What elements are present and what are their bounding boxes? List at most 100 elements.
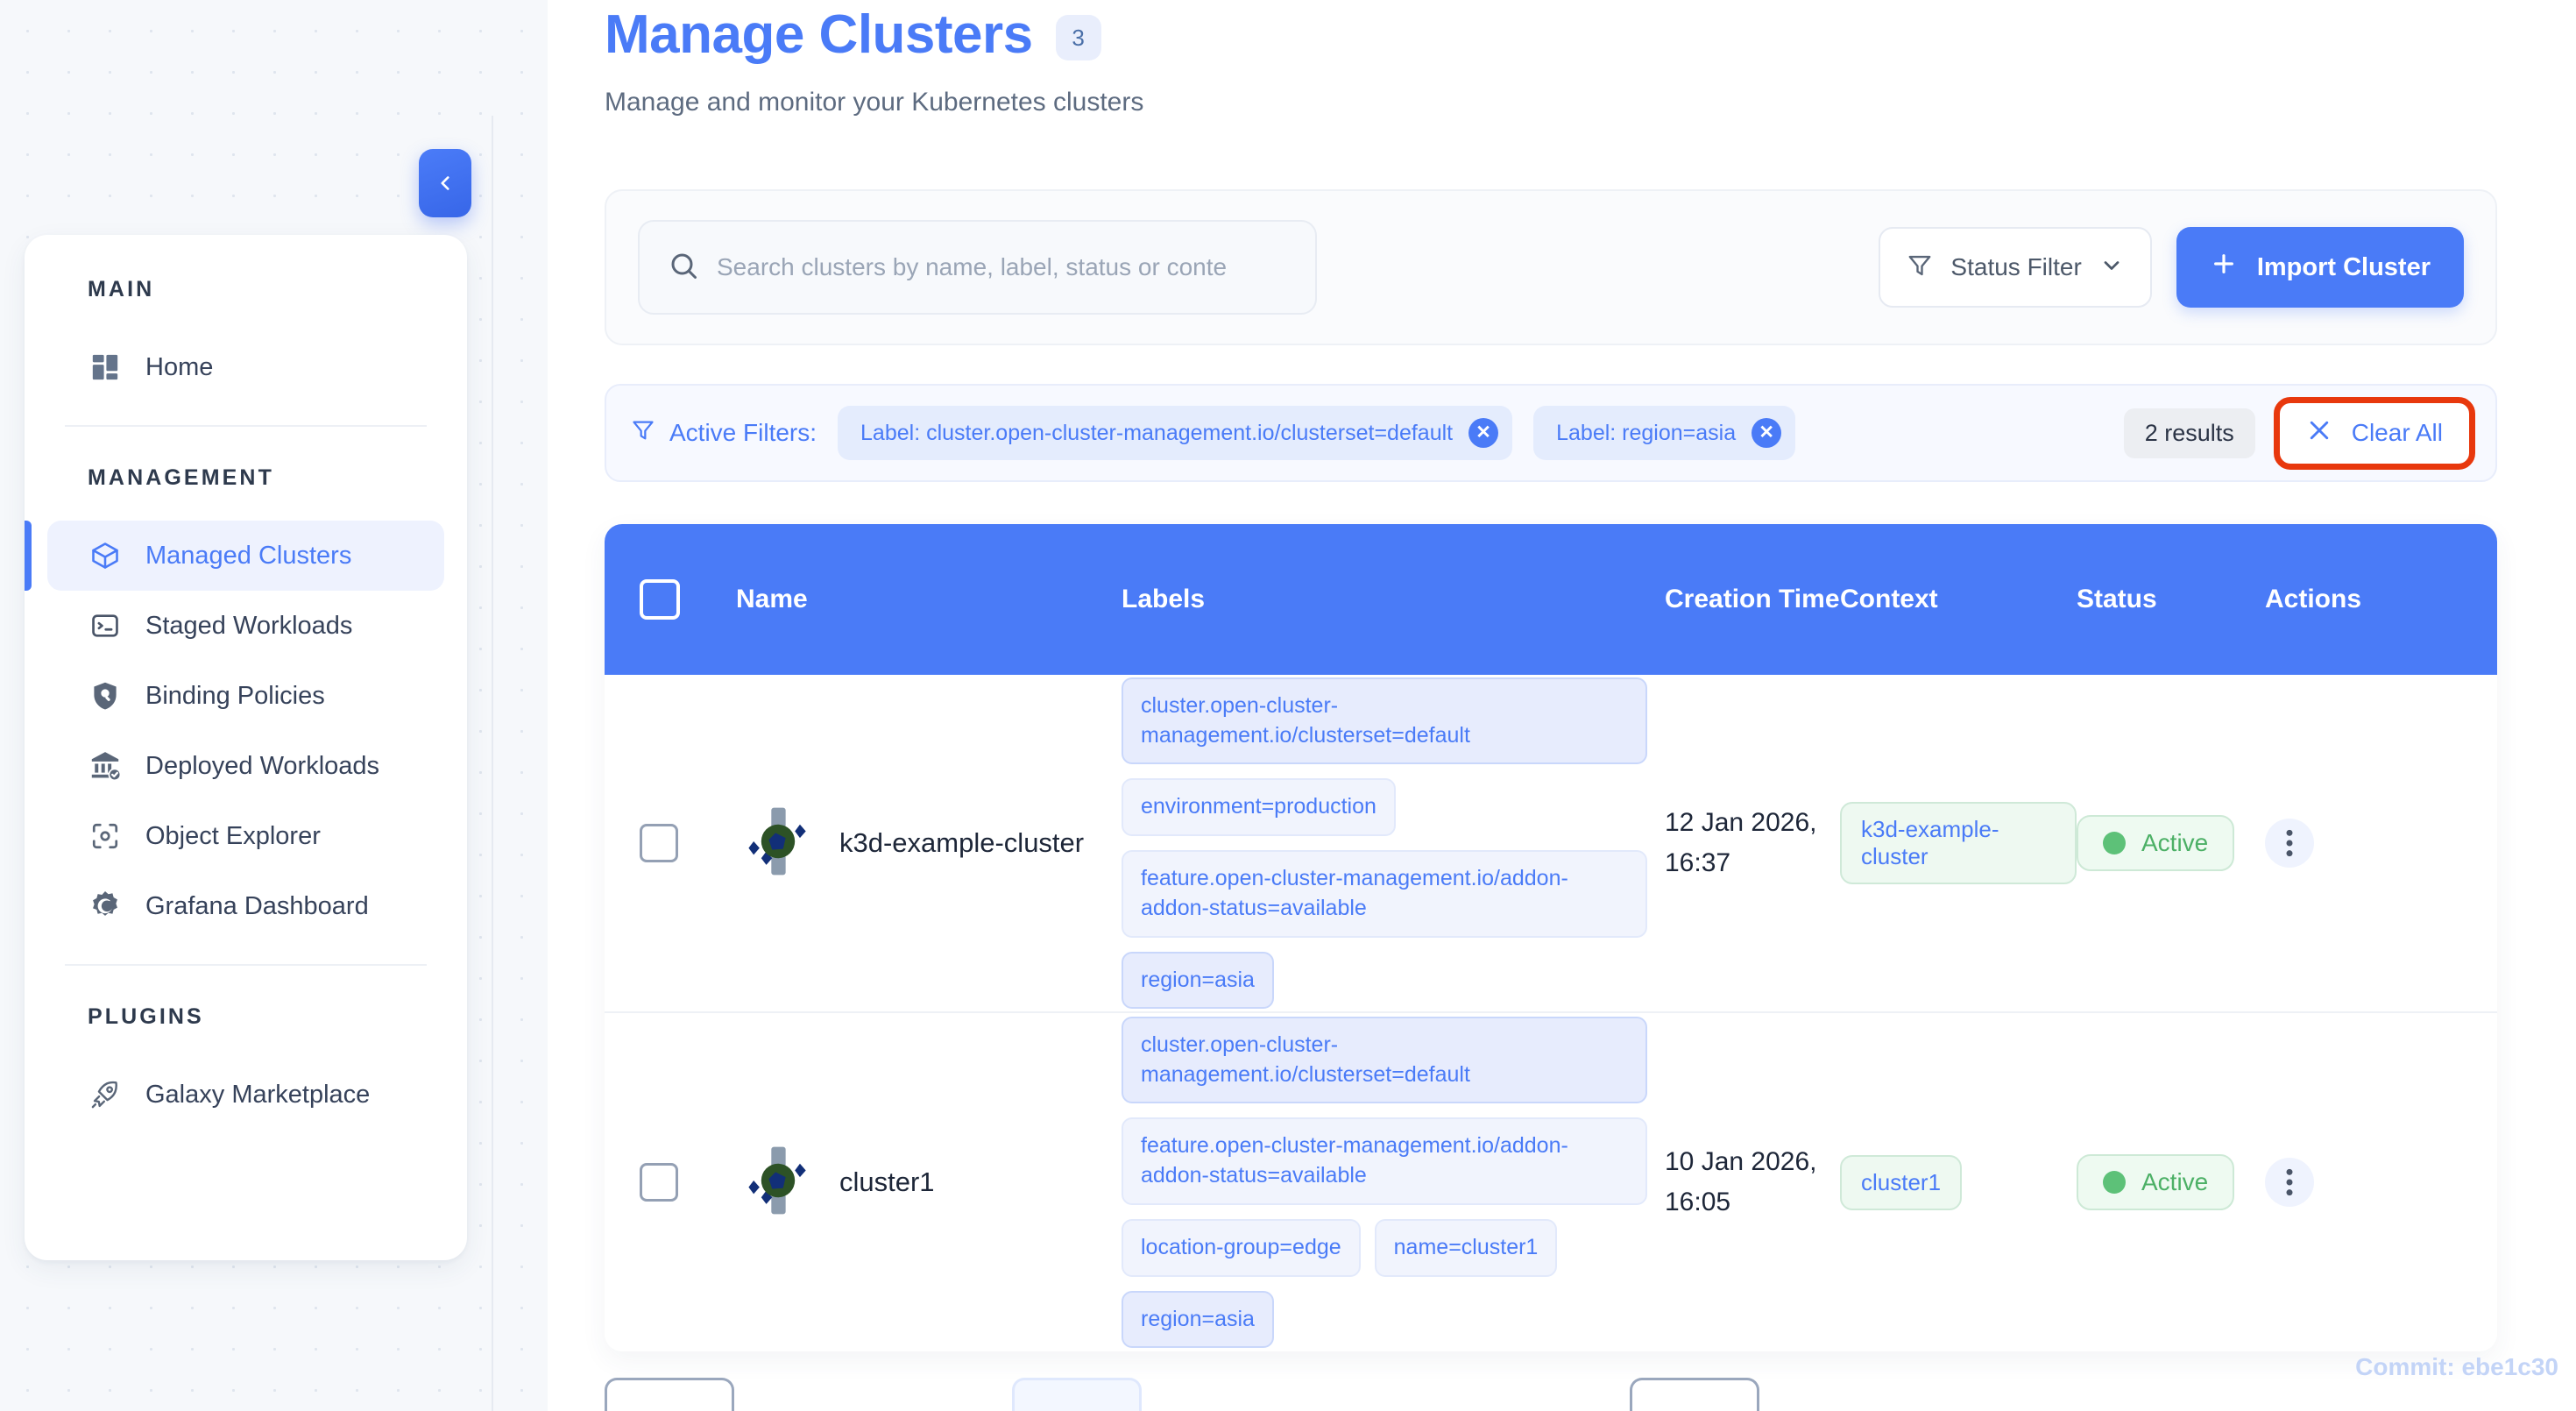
kebab-menu-icon[interactable]: [2265, 819, 2314, 868]
sidebar-item-label: Galaxy Marketplace: [145, 1080, 371, 1109]
cluster-name: cluster1: [839, 1166, 935, 1197]
cluster-name: k3d-example-cluster: [839, 826, 1085, 858]
funnel-icon: [631, 418, 655, 449]
cluster-label-chip[interactable]: feature.open-cluster-management.io/addon…: [1122, 1117, 1647, 1205]
cluster-label-chip[interactable]: cluster.open-cluster-management.io/clust…: [1122, 1016, 1647, 1104]
active-filters-label-group: Active Filters:: [631, 418, 817, 449]
pagination-prev-button[interactable]: [605, 1378, 734, 1411]
cube-icon: [88, 538, 123, 573]
select-all-checkbox[interactable]: [640, 579, 680, 620]
table-row[interactable]: cluster1 cluster.open-cluster-management…: [605, 1013, 2497, 1351]
chevron-down-icon: [2099, 253, 2124, 282]
active-filters-label: Active Filters:: [669, 419, 817, 446]
row-context-cell: k3d-example-cluster: [1840, 802, 2077, 884]
status-badge: Active: [2077, 1154, 2235, 1210]
terminal-icon: [88, 608, 123, 643]
row-creation-time: 10 Jan 2026, 16:05: [1665, 1146, 1817, 1217]
x-icon: [2306, 417, 2332, 450]
sidebar-item-managed-clusters[interactable]: Managed Clusters: [25, 521, 444, 591]
sidebar-item-galaxy-marketplace[interactable]: Galaxy Marketplace: [47, 1060, 444, 1130]
x-circle-icon[interactable]: ✕: [1468, 418, 1499, 448]
grafana-gear-icon: [88, 889, 123, 924]
dashboard-grid-icon: [88, 350, 123, 385]
cluster-label-chip[interactable]: region=asia: [1122, 951, 1274, 1010]
cluster-label-chip[interactable]: name=cluster1: [1374, 1218, 1558, 1277]
cluster-label-chip[interactable]: environment=production: [1122, 778, 1396, 836]
sidebar-item-label: Object Explorer: [145, 821, 321, 850]
sidebar-item-home[interactable]: Home: [47, 332, 444, 402]
search-input[interactable]: [717, 253, 1287, 281]
import-cluster-button[interactable]: Import Cluster: [2176, 227, 2464, 308]
status-filter-dropdown[interactable]: Status Filter: [1879, 227, 2152, 308]
footer-partial-row: Commit: ebe1c30: [548, 1353, 2576, 1411]
sidebar-item-grafana-dashboard[interactable]: Grafana Dashboard: [47, 871, 444, 941]
sidebar-item-label: Staged Workloads: [145, 611, 353, 640]
kebab-menu-icon[interactable]: [2265, 1158, 2314, 1207]
cluster-label-chip[interactable]: region=asia: [1122, 1290, 1274, 1349]
page-title: Manage Clusters: [605, 4, 1033, 65]
filter-chip-text: Label: cluster.open-cluster-management.i…: [860, 420, 1454, 445]
cluster-label-chip[interactable]: feature.open-cluster-management.io/addon…: [1122, 850, 1647, 938]
status-dot-icon: [2103, 1171, 2126, 1194]
row-actions-cell: [2265, 819, 2418, 868]
select-all-cell: [640, 579, 736, 620]
chevron-left-icon: [441, 176, 449, 190]
table-row[interactable]: k3d-example-cluster cluster.open-cluster…: [605, 675, 2497, 1013]
status-badge: Active: [2077, 815, 2235, 871]
clear-all-button[interactable]: Clear All: [2273, 396, 2476, 470]
rocket-icon: [88, 1077, 123, 1112]
sidebar-collapse-button[interactable]: [419, 149, 471, 217]
column-header-name[interactable]: Name: [736, 585, 808, 613]
results-count: 2 results: [2123, 408, 2255, 458]
commit-hash-label: Commit: ebe1c30: [2355, 1353, 2558, 1380]
sidebar-item-deployed-workloads[interactable]: Deployed Workloads: [47, 731, 444, 801]
filter-chip[interactable]: Label: cluster.open-cluster-management.i…: [838, 406, 1513, 460]
toolbar: Status Filter Import Cluster: [605, 189, 2497, 345]
column-header-labels[interactable]: Labels: [1122, 585, 1206, 613]
sidebar-section-management-title: MANAGEMENT: [88, 465, 274, 490]
sidebar-divider-1: [65, 425, 427, 427]
row-name-cell: k3d-example-cluster: [736, 799, 1122, 888]
column-header-status[interactable]: Status: [2077, 585, 2157, 613]
sidebar-section-plugins-title: PLUGINS: [88, 1004, 204, 1029]
sidebar: MAIN Home MANAGEMENT: [25, 235, 467, 1260]
shield-search-icon: [88, 678, 123, 713]
main-content: Manage Clusters 3 Manage and monitor you…: [548, 0, 2576, 1411]
row-select-cell: [640, 824, 736, 862]
sidebar-item-label: Binding Policies: [145, 681, 325, 710]
row-checkbox[interactable]: [640, 1163, 678, 1202]
page-header: Manage Clusters 3 Manage and monitor you…: [548, 0, 2576, 117]
status-dot-icon: [2103, 832, 2126, 854]
row-checkbox[interactable]: [640, 824, 678, 862]
active-filters-bar: Active Filters: Label: cluster.open-clus…: [605, 384, 2497, 482]
bank-check-icon: [88, 748, 123, 783]
cluster-label-chip[interactable]: location-group=edge: [1122, 1218, 1361, 1277]
status-filter-label: Status Filter: [1950, 253, 2082, 280]
pagination-next-button[interactable]: [1630, 1378, 1759, 1411]
column-header-creation-time[interactable]: Creation Time: [1665, 585, 1840, 613]
sidebar-divider-2: [65, 964, 427, 966]
status-label: Active: [2141, 1168, 2209, 1195]
funnel-icon: [1907, 252, 1933, 283]
sidebar-item-label: Managed Clusters: [145, 541, 352, 570]
table-header-row: Name Labels Creation Time Context Status…: [605, 524, 2497, 675]
row-status-cell: Active: [2077, 1154, 2265, 1210]
sidebar-item-object-explorer[interactable]: Object Explorer: [47, 801, 444, 871]
search-icon: [668, 250, 699, 286]
context-pill[interactable]: k3d-example-cluster: [1840, 802, 2077, 884]
sidebar-item-binding-policies[interactable]: Binding Policies: [47, 661, 444, 731]
sidebar-item-staged-workloads[interactable]: Staged Workloads: [47, 591, 444, 661]
sidebar-item-label: Deployed Workloads: [145, 751, 380, 780]
kubernetes-cluster-icon: [736, 1138, 820, 1227]
page-subtitle: Manage and monitor your Kubernetes clust…: [605, 88, 1144, 117]
filter-chip[interactable]: Label: region=asia ✕: [1533, 406, 1796, 460]
context-pill[interactable]: cluster1: [1840, 1154, 1963, 1210]
row-context-cell: cluster1: [1840, 1154, 2077, 1210]
x-circle-icon[interactable]: ✕: [1752, 418, 1782, 448]
column-header-context[interactable]: Context: [1840, 585, 1938, 613]
cluster-label-chip[interactable]: cluster.open-cluster-management.io/clust…: [1122, 677, 1647, 765]
row-labels-cell: cluster.open-cluster-management.io/clust…: [1122, 1016, 1665, 1349]
pagination-page-button[interactable]: [1012, 1378, 1142, 1411]
search-box[interactable]: [638, 220, 1317, 315]
clear-all-label: Clear All: [2351, 419, 2443, 446]
